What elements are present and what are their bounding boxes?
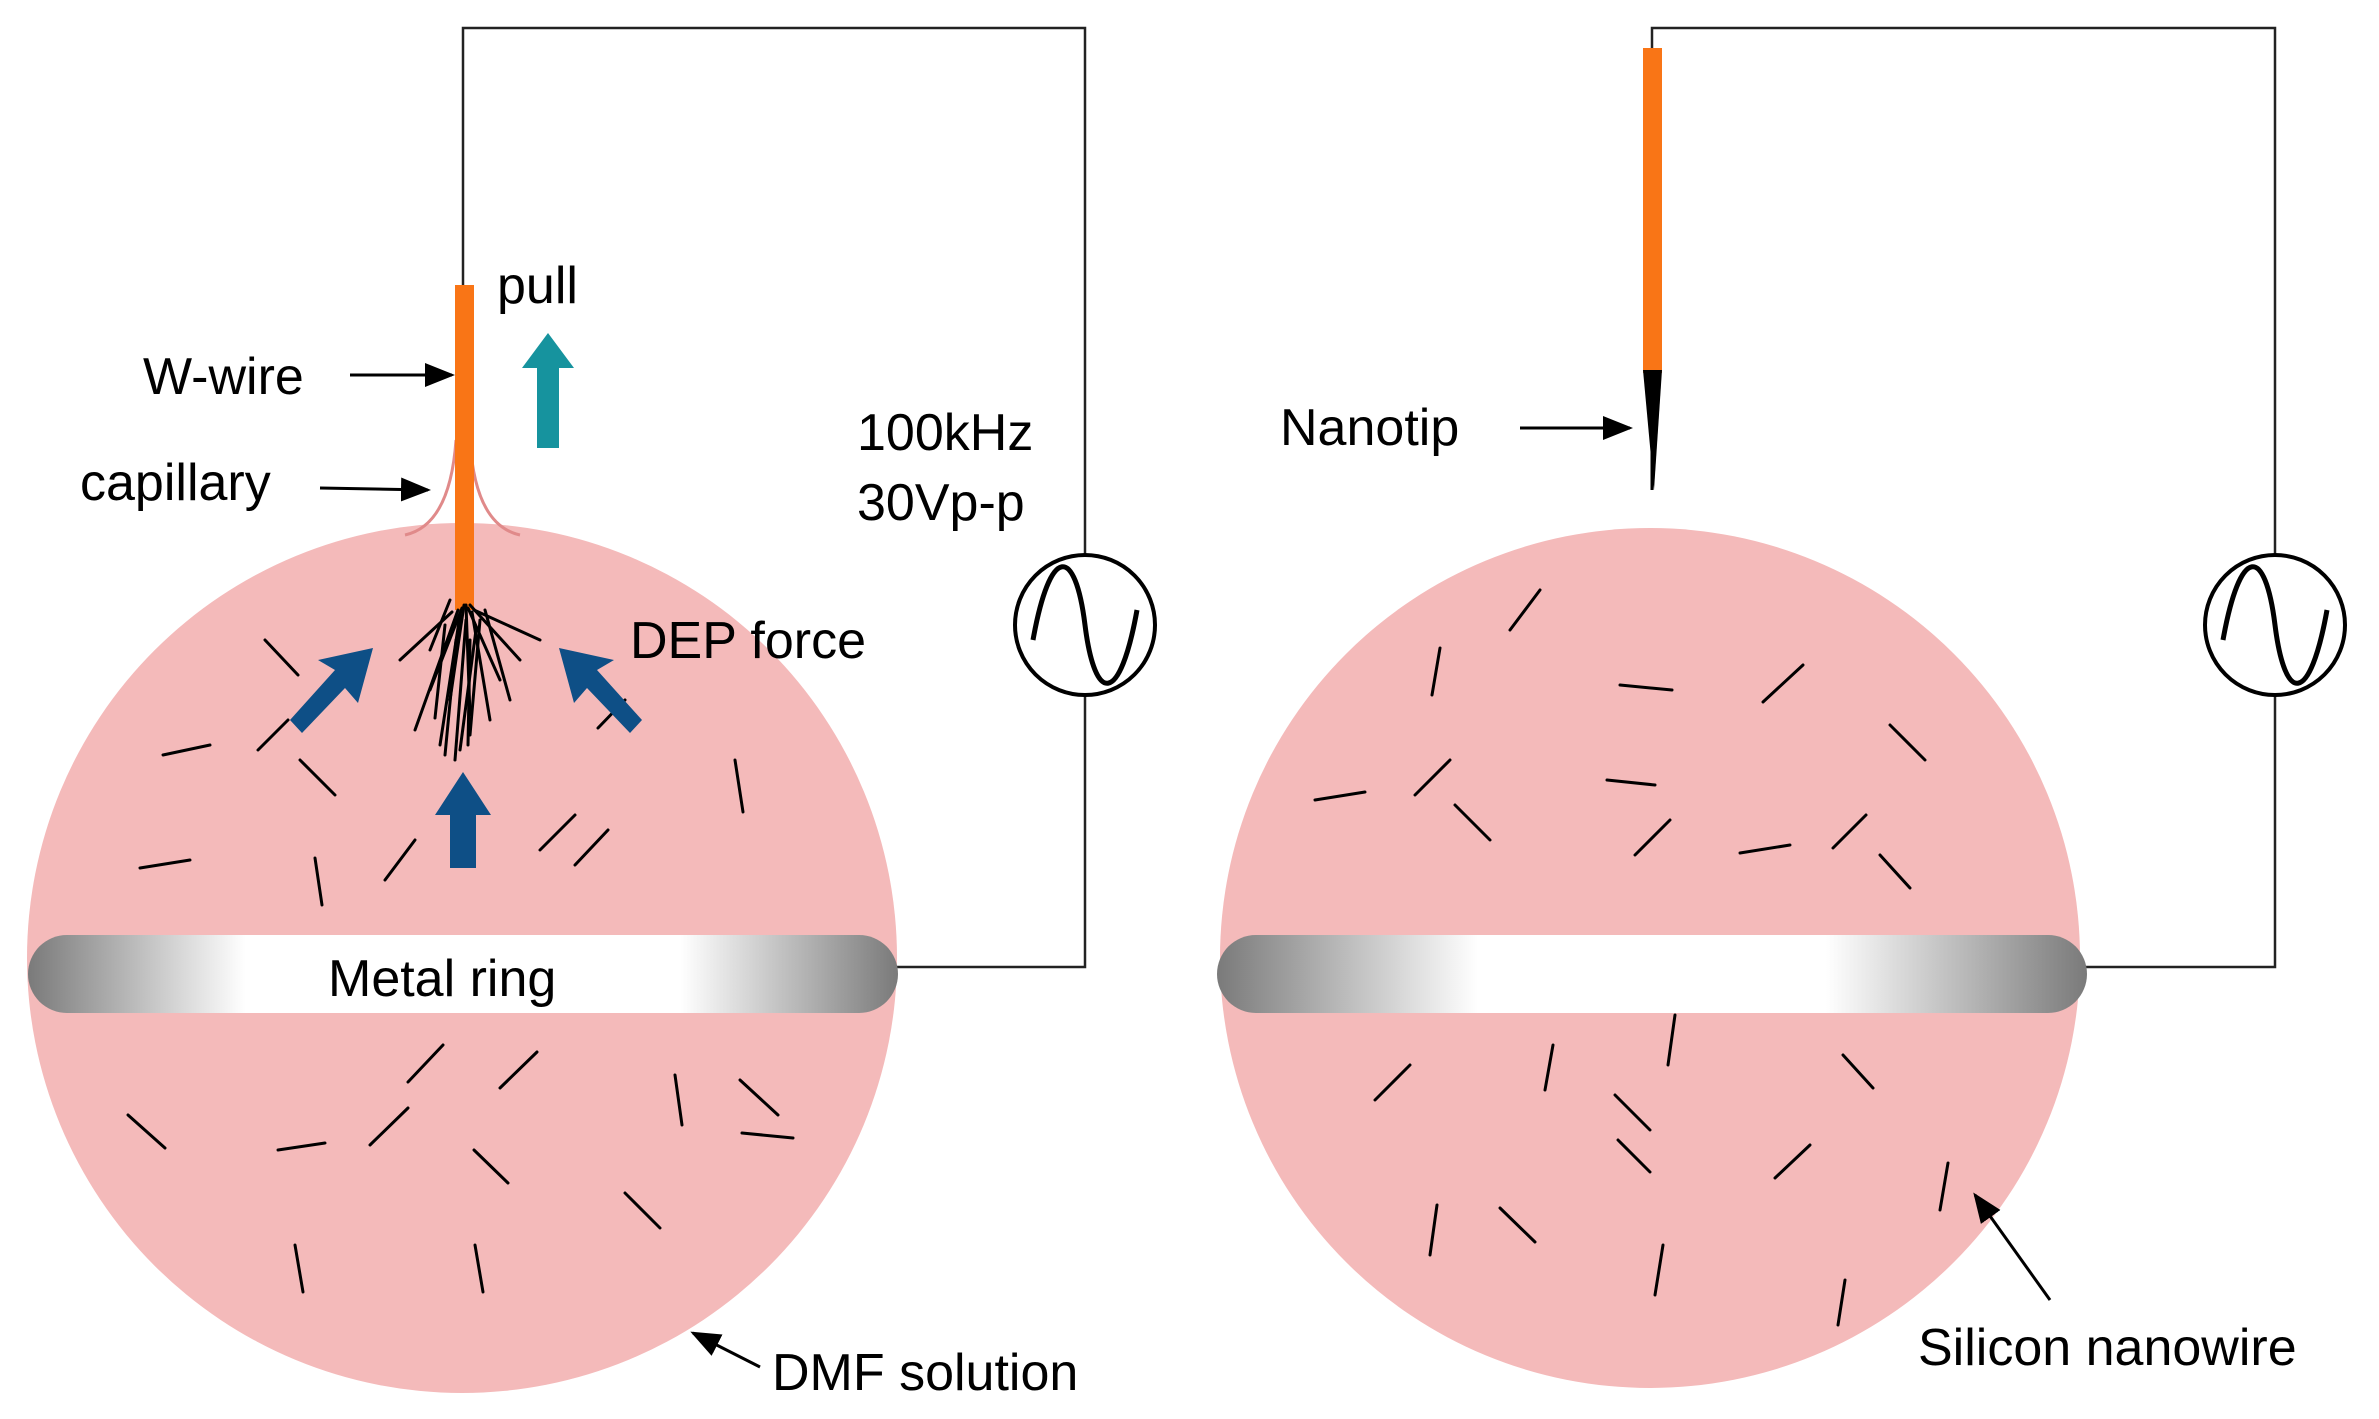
voltage-label: 30Vp-p xyxy=(857,474,1025,532)
right-metal-ring xyxy=(1217,935,2087,1013)
nanotip-wire xyxy=(1643,48,1662,373)
pull-arrow-icon xyxy=(522,333,574,448)
left-circuit-wire xyxy=(461,26,1087,969)
dep-arrow-up-icon xyxy=(435,772,491,868)
silicon-nanowire-pointer xyxy=(1973,1192,2052,1301)
right-nanowires xyxy=(1313,588,1950,1327)
dep-force-label: DEP force xyxy=(630,612,866,670)
nanowire-bundle xyxy=(398,598,542,762)
tungsten-wire xyxy=(455,285,474,610)
right-circuit-wire xyxy=(1650,26,2277,969)
left-nanowires-upper xyxy=(138,638,745,907)
capillary-label: capillary xyxy=(80,454,271,512)
left-annotation-arrows xyxy=(319,363,761,1369)
pull-label: pull xyxy=(497,257,578,315)
dmf-solution-label: DMF solution xyxy=(772,1344,1078,1402)
dep-arrow-right-icon xyxy=(559,648,642,733)
capillary-pointer xyxy=(319,477,431,502)
w-wire-label: W-wire xyxy=(143,348,304,406)
right-ac-source-icon xyxy=(2203,553,2347,697)
left-nanowires-lower xyxy=(126,1043,795,1294)
dmf-pointer xyxy=(690,1331,761,1369)
frequency-label: 100kHz xyxy=(857,404,1033,462)
silicon-nanowire-label: Silicon nanowire xyxy=(1918,1319,2297,1377)
right-annotation-arrows xyxy=(1520,416,2052,1301)
left-ac-source-icon xyxy=(1013,553,1157,697)
left-metal-ring xyxy=(28,935,898,1013)
nanotip-label: Nanotip xyxy=(1280,399,1459,457)
dep-force-arrows xyxy=(290,648,642,868)
dep-arrow-left-icon xyxy=(290,648,373,733)
metal-ring-label: Metal ring xyxy=(328,950,556,1008)
